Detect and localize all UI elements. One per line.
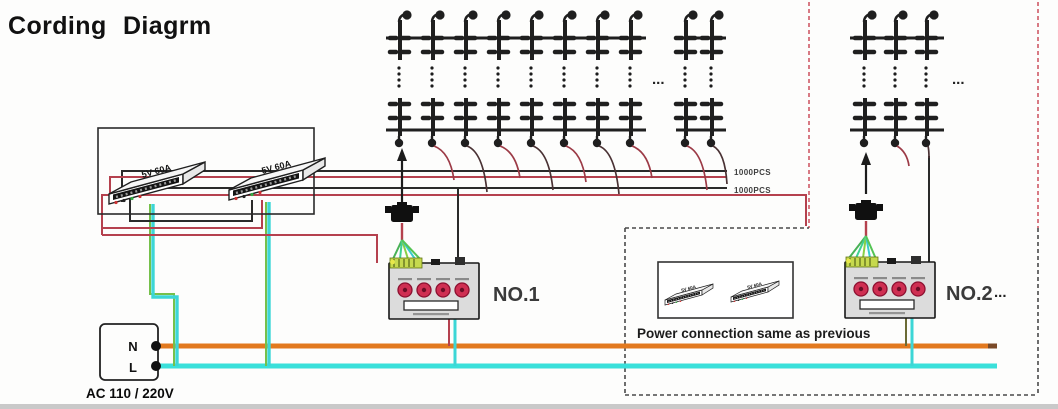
ac-voltage-caption: AC 110 / 220V [86, 386, 174, 401]
dots-column [683, 66, 687, 88]
led-string-group-right-row2 [855, 98, 936, 147]
dots-column [529, 66, 533, 88]
led-module [423, 10, 445, 60]
led-string-group-left-row2 [390, 98, 721, 147]
wire-psu1-ac-green [149, 204, 175, 366]
led-module [456, 98, 475, 147]
arrow-head-right [861, 152, 871, 165]
wire-psu1-ac-cyan [151, 204, 179, 366]
wire-red-feed-controller1 [102, 234, 378, 263]
led-module [489, 98, 508, 147]
led-module [423, 98, 442, 147]
led-continuation-dots: ... ... [397, 66, 965, 88]
led-module [456, 10, 478, 60]
dots-column [397, 66, 401, 88]
plug-connector-left [385, 202, 419, 222]
dots-column [924, 66, 928, 88]
led-module [390, 98, 409, 147]
ellipsis-right-group: ... [952, 71, 965, 88]
wire-dc-black-2 [129, 187, 727, 222]
led-string-group-right-row1 [855, 10, 939, 60]
green-fan-right [848, 235, 877, 260]
led-module [886, 98, 905, 147]
led-module [489, 10, 511, 60]
led-module [390, 10, 412, 60]
ac-line-label: L [129, 360, 137, 375]
ac-source: N L AC 110 / 220V [86, 323, 174, 401]
ac-bus-wires [158, 343, 997, 369]
led-module [855, 98, 874, 147]
led-module [676, 98, 695, 147]
led-module [676, 10, 698, 60]
dots-column [862, 66, 866, 88]
dots-column [709, 66, 713, 88]
ac-neutral-terminal [151, 341, 161, 351]
arrow-head-left [397, 148, 407, 161]
controller-power-drops [448, 318, 914, 366]
dots-column [430, 66, 434, 88]
green-fan-left [392, 239, 422, 261]
controller-no1-label: NO.1 [493, 284, 540, 306]
wire-dc-black-1 [121, 170, 727, 202]
led-module [917, 98, 936, 147]
pcs-label-2: 1000PCS [734, 186, 771, 195]
led-module [555, 10, 577, 60]
controller-no2 [844, 255, 936, 319]
led-module [886, 10, 908, 60]
ac-neutral-label: N [128, 339, 137, 354]
controller-no2-label: NO.2 [946, 283, 993, 305]
power-supply-1 [107, 160, 207, 206]
led-module [588, 10, 610, 60]
ellipsis-left-group: ... [652, 71, 665, 88]
controller2-signal-link [848, 152, 883, 260]
page-title: Cording Diagrm [8, 12, 212, 40]
controller-no1 [388, 256, 480, 320]
bottom-edge-strip [0, 404, 1058, 409]
led-module [555, 98, 574, 147]
wire-dc-red-1 [109, 176, 727, 202]
psu-ac-drop-wires [149, 202, 271, 366]
dots-column [595, 66, 599, 88]
dots-column [893, 66, 897, 88]
pcs-label-1: 1000PCS [734, 168, 771, 177]
led-module [621, 98, 640, 147]
wire-dc-red-2 [101, 194, 807, 235]
note-caption: Power connection same as previous [637, 326, 870, 341]
power-supply-2 [227, 156, 327, 202]
plug-connector-right [849, 200, 883, 220]
controller1-signal-link [385, 148, 422, 261]
wire-dc-red-2-wrap [102, 200, 263, 229]
led-module [522, 98, 541, 147]
led-module [702, 98, 721, 147]
dots-column [628, 66, 632, 88]
note-psu-box [657, 261, 794, 319]
dots-column [463, 66, 467, 88]
dc-feed-wires [101, 156, 930, 263]
led-module [621, 10, 643, 60]
led-module [855, 10, 877, 60]
led-string-group-left-row1 [390, 10, 724, 60]
led-module [522, 10, 544, 60]
led-module [917, 10, 939, 60]
led-tail-jumper-arcs [433, 145, 930, 195]
dots-column [562, 66, 566, 88]
ac-source-box [99, 323, 159, 381]
controller-no2-ellipsis: ... [994, 284, 1007, 301]
section-dashed-borders [624, 2, 1039, 396]
dots-column [496, 66, 500, 88]
ac-line-terminal [151, 361, 161, 371]
led-module [702, 10, 724, 60]
led-module [588, 98, 607, 147]
